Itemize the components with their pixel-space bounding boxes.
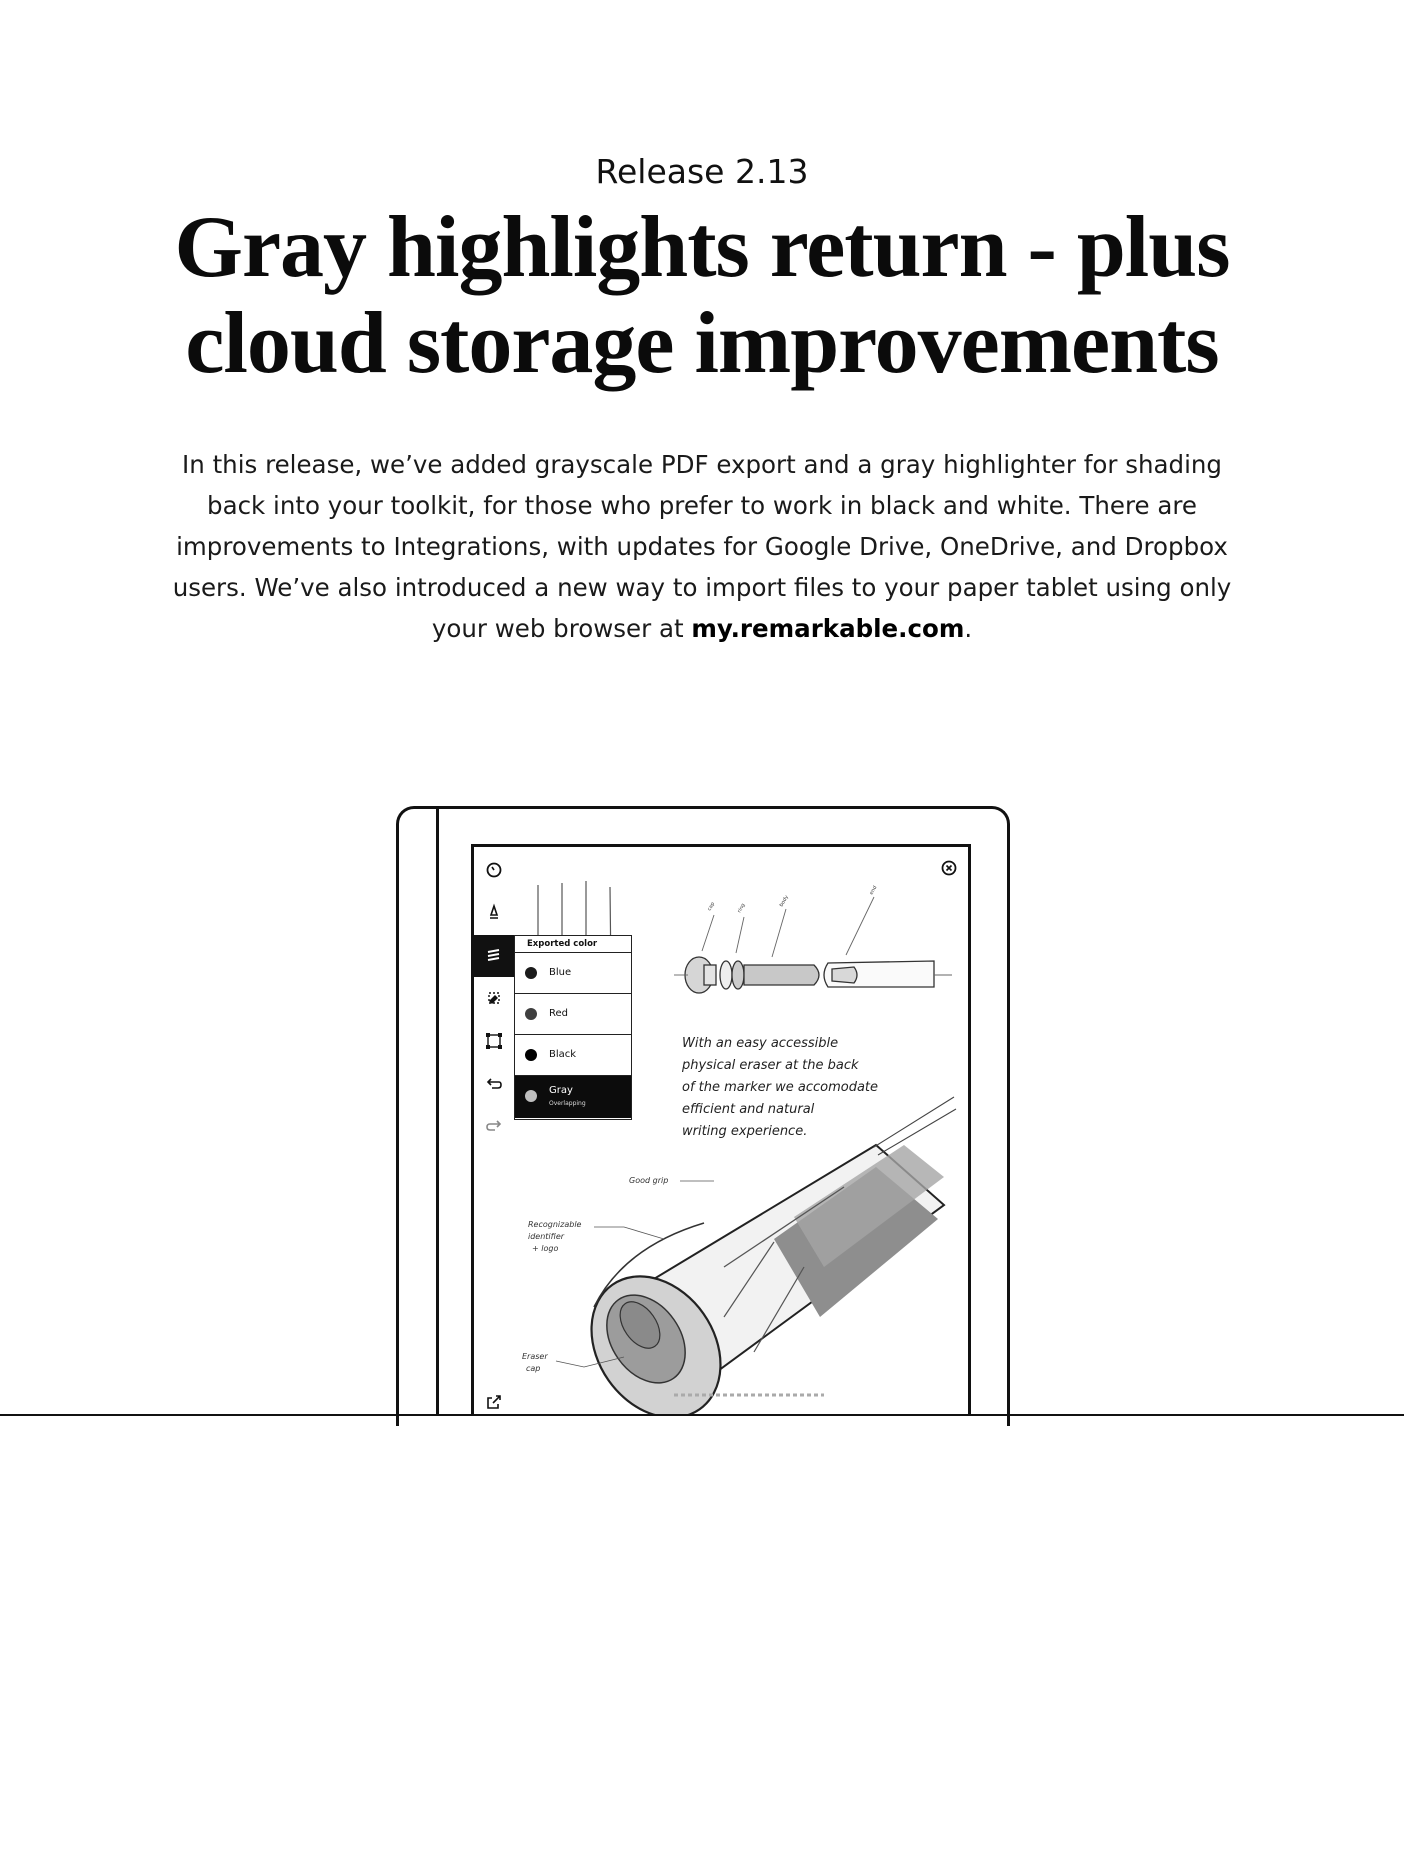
svg-text:Recognizable: Recognizable — [528, 1220, 582, 1229]
exported-color-menu: Exported color Blue Red Black Gray Overl… — [514, 935, 632, 1120]
title-line-2: cloud storage improvements — [185, 295, 1219, 392]
svg-text:Eraser: Eraser — [522, 1352, 548, 1361]
svg-text:+ logo: + logo — [532, 1244, 558, 1253]
sketch-illustration: cap ring body end With an easy accessibl… — [522, 881, 957, 1416]
svg-text:writing experience.: writing experience. — [682, 1124, 807, 1139]
svg-text:With an easy accessible: With an easy accessible — [682, 1036, 838, 1051]
menu-title: Exported color — [515, 936, 631, 953]
redo-icon[interactable] — [483, 1115, 505, 1137]
undo-icon[interactable] — [483, 1073, 505, 1095]
eraser-tool-icon[interactable] — [483, 987, 505, 1009]
color-option-black[interactable]: Black — [515, 1035, 631, 1076]
title-line-1: Gray highlights return - plus — [174, 199, 1231, 296]
svg-text:efficient and natural: efficient and natural — [682, 1102, 815, 1117]
option-label: Blue — [549, 967, 572, 978]
svg-text:end: end — [869, 885, 879, 896]
close-icon[interactable] — [938, 857, 960, 879]
blue-dot-icon — [525, 967, 537, 979]
pen-tool-icon[interactable] — [483, 901, 505, 923]
option-label: Black — [549, 1049, 577, 1060]
selection-tool-icon[interactable] — [483, 1030, 505, 1052]
svg-text:ring: ring — [737, 903, 747, 914]
svg-text:cap: cap — [707, 901, 717, 912]
gray-dot-icon — [525, 1090, 537, 1102]
menu-circle-icon[interactable] — [483, 859, 505, 881]
tablet-screen: cap ring body end With an easy accessibl… — [471, 844, 971, 1416]
black-dot-icon — [525, 1049, 537, 1061]
svg-text:physical eraser at the back: physical eraser at the back — [681, 1058, 859, 1073]
color-option-blue[interactable]: Blue — [515, 953, 631, 994]
option-sublabel: Overlapping — [549, 1100, 586, 1107]
surface-line — [0, 1414, 1404, 1416]
svg-text:of the marker we accomodate: of the marker we accomodate — [682, 1080, 878, 1095]
page-title: Gray highlights return - plus cloud stor… — [90, 200, 1314, 392]
svg-text:Good grip: Good grip — [629, 1176, 668, 1185]
release-label: Release 2.13 — [595, 152, 809, 191]
share-icon[interactable] — [483, 1391, 505, 1413]
svg-text:identifier: identifier — [528, 1232, 565, 1241]
option-label: Gray — [549, 1085, 573, 1096]
option-label: Red — [549, 1008, 568, 1019]
my-remarkable-link[interactable]: my.remarkable.com — [691, 614, 965, 643]
highlighter-tool-icon[interactable] — [474, 935, 514, 977]
intro-end: . — [964, 614, 973, 643]
color-option-red[interactable]: Red — [515, 994, 631, 1035]
tablet-bezel-line — [436, 808, 439, 1416]
color-option-gray[interactable]: Gray Overlapping — [515, 1076, 631, 1118]
svg-text:body: body — [779, 894, 790, 908]
intro-paragraph: In this release, we’ve added grayscale P… — [170, 444, 1234, 649]
red-dot-icon — [525, 1008, 537, 1020]
intro-text: In this release, we’ve added grayscale P… — [172, 450, 1232, 643]
svg-text:cap: cap — [526, 1364, 540, 1373]
